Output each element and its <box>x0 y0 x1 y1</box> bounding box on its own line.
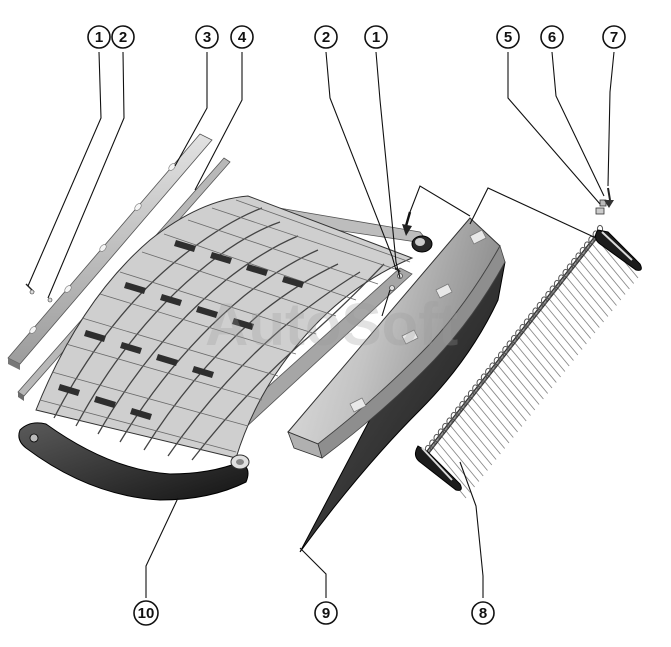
hardware-small-parts <box>595 187 614 215</box>
callout-2-middle: 2 <box>314 25 338 49</box>
svg-text:7: 7 <box>610 29 618 46</box>
callout-10: 10 <box>133 600 159 626</box>
svg-text:10: 10 <box>138 605 155 622</box>
hardware-left-bolts <box>25 283 53 303</box>
callout-9: 9 <box>314 601 338 625</box>
svg-text:4: 4 <box>238 29 247 46</box>
svg-text:8: 8 <box>479 605 487 622</box>
svg-text:1: 1 <box>95 29 103 46</box>
callout-5: 5 <box>496 25 520 49</box>
watermark-text: AutoSoft <box>205 291 458 358</box>
leader-lines <box>27 51 615 598</box>
grate-tines <box>427 231 639 499</box>
callout-group: 1 2 3 4 2 1 5 6 <box>87 25 626 626</box>
part-cover-9 <box>287 217 506 553</box>
part-concave-10 <box>18 195 433 501</box>
callout-1-left: 1 <box>87 25 111 49</box>
part-strip-3 <box>7 133 213 370</box>
svg-text:5: 5 <box>504 29 512 46</box>
svg-text:3: 3 <box>203 29 211 46</box>
callout-7: 7 <box>602 25 626 49</box>
callout-1-middle: 1 <box>364 25 388 49</box>
callout-8: 8 <box>471 601 495 625</box>
svg-text:1: 1 <box>372 29 380 46</box>
callout-2-left: 2 <box>111 25 135 49</box>
svg-text:9: 9 <box>322 605 330 622</box>
callout-3: 3 <box>195 25 219 49</box>
callout-6: 6 <box>540 25 564 49</box>
svg-text:2: 2 <box>119 29 127 46</box>
callout-4: 4 <box>230 25 254 49</box>
svg-text:6: 6 <box>548 29 556 46</box>
part-wire-grate-8 <box>414 224 642 499</box>
grate-coils <box>424 224 604 454</box>
svg-text:2: 2 <box>322 29 330 46</box>
